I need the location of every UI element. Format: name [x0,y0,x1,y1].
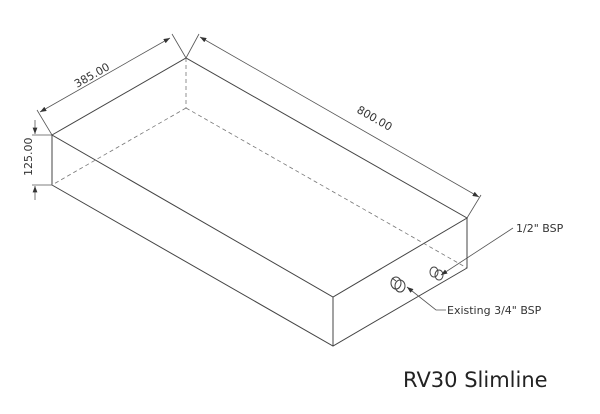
callout-existing-bsp: Existing 3/4" BSP [447,304,542,317]
dimension-width-label: 385.00 [72,60,112,90]
hidden-edges [51,58,468,269]
drawing-title: RV30 Slimline [403,368,548,392]
fitting-1-2-bsp [429,266,444,281]
dimension-width: 385.00 [36,33,187,136]
callout-half-inch-bsp: 1/2" BSP [516,222,564,235]
tank-outline [50,57,468,347]
dimension-height: 125.00 [22,120,52,200]
callout-leaders: 1/2" BSP Existing 3/4" BSP [406,222,564,317]
fitting-3-4-bsp [390,276,406,293]
dimension-length: 800.00 [185,33,482,219]
dimension-height-label: 125.00 [22,138,35,177]
